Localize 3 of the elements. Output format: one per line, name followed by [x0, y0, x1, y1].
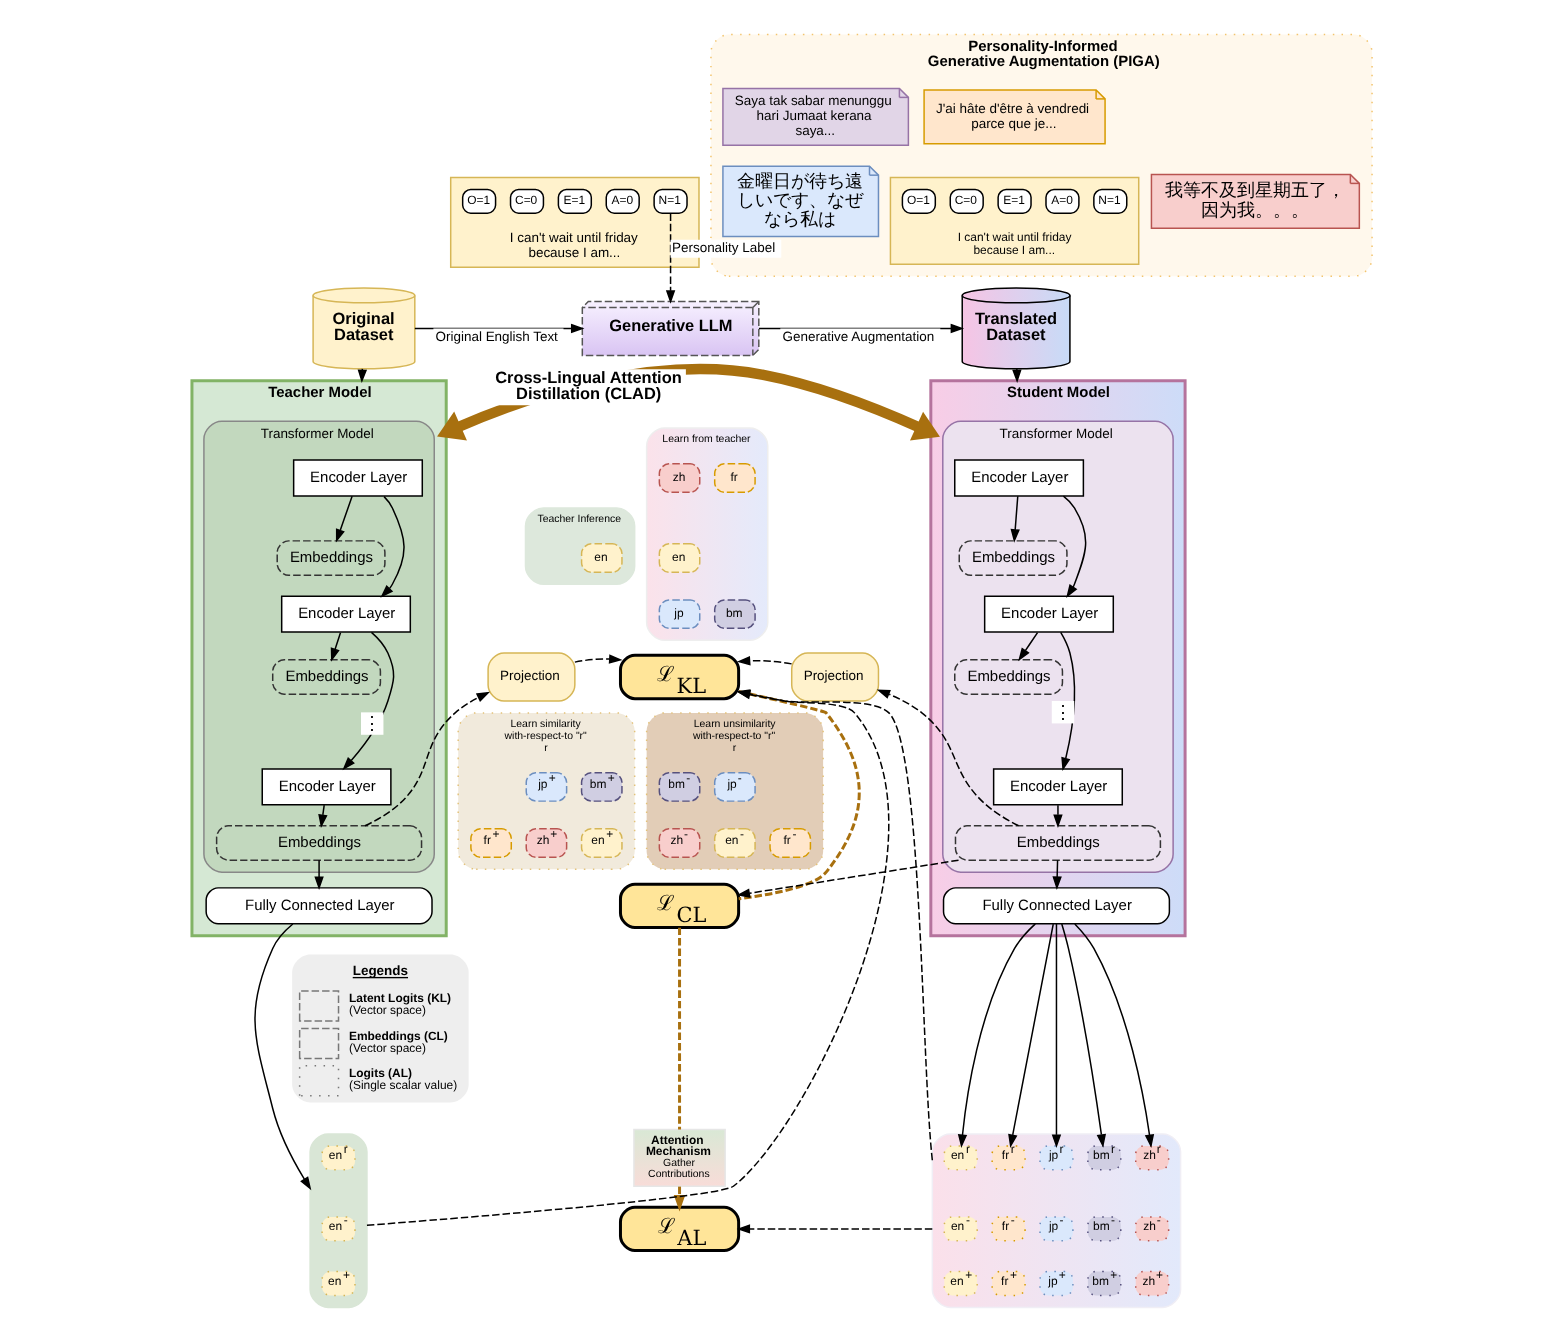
- edge-label: ⋮: [1053, 701, 1072, 722]
- edge-label: ⋮: [362, 712, 381, 733]
- edge-label: Cross-Lingual Attention Distillation (CLAD): [494, 368, 681, 403]
